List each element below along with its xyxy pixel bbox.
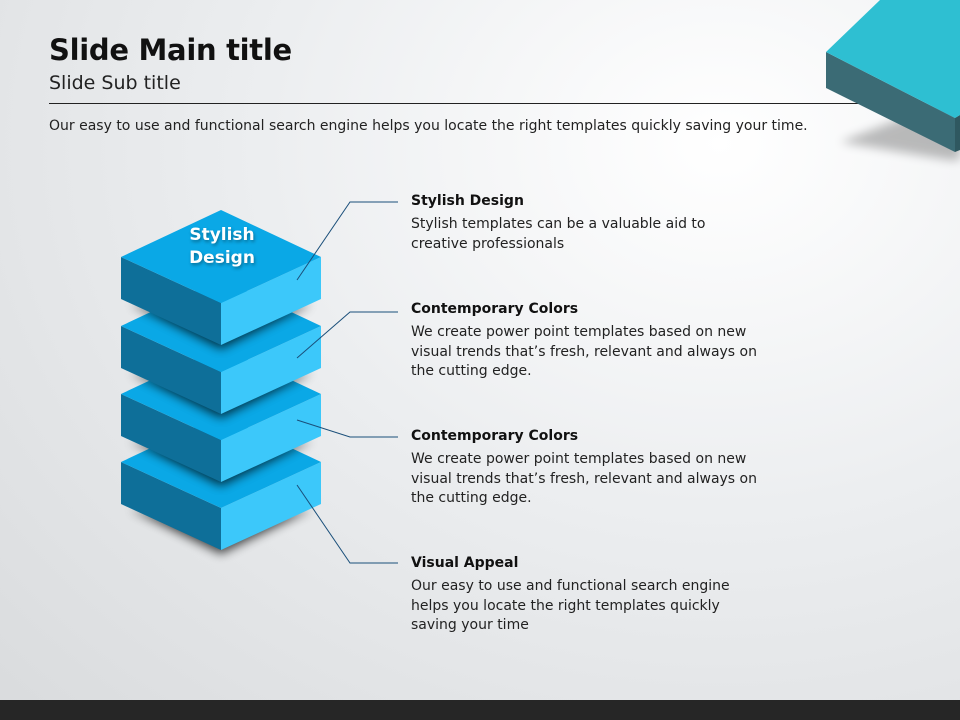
item-title: Visual Appeal bbox=[411, 555, 519, 571]
stack-block-1 bbox=[121, 210, 321, 349]
item-text: We create power point templates based on… bbox=[411, 324, 757, 379]
item-title: Contemporary Colors bbox=[411, 301, 579, 317]
item-title: Stylish Design bbox=[411, 193, 524, 209]
block-right-face bbox=[221, 462, 321, 550]
block-left-face bbox=[121, 326, 221, 414]
item-text: Our easy to use and functional search en… bbox=[411, 578, 730, 633]
block-right-face bbox=[221, 394, 321, 482]
slide-title: Slide Main title bbox=[49, 33, 292, 67]
block-left-face bbox=[121, 257, 221, 345]
corner-block-decoration bbox=[826, 0, 960, 160]
intro-text: Our easy to use and functional search en… bbox=[49, 118, 808, 134]
item-title: Contemporary Colors bbox=[411, 428, 579, 444]
block-right-face bbox=[221, 257, 321, 345]
list-item-1: Stylish Design Stylish templates can be … bbox=[411, 193, 761, 254]
item-text: Stylish templates can be a valuable aid … bbox=[411, 216, 706, 252]
connector-line-1 bbox=[296, 201, 398, 281]
footer-bar bbox=[0, 700, 960, 720]
title-divider bbox=[49, 103, 869, 104]
connector-line-4 bbox=[296, 484, 398, 564]
block-right-face bbox=[221, 326, 321, 414]
block-left-face bbox=[121, 394, 221, 482]
block-top-face bbox=[121, 210, 321, 303]
list-item-3: Contemporary Colors We create power poin… bbox=[411, 428, 761, 509]
item-text: We create power point templates based on… bbox=[411, 451, 757, 506]
list-item-4: Visual Appeal Our easy to use and functi… bbox=[411, 555, 761, 636]
connector-line-2 bbox=[296, 311, 398, 359]
slide-subtitle: Slide Sub title bbox=[49, 72, 181, 94]
list-item-2: Contemporary Colors We create power poin… bbox=[411, 301, 761, 382]
top-block-label: Stylish Design bbox=[189, 225, 255, 268]
stack-block-4 bbox=[121, 415, 321, 554]
connector-lines bbox=[296, 201, 398, 564]
block-left-face bbox=[121, 462, 221, 550]
connector-line-3 bbox=[296, 419, 398, 438]
